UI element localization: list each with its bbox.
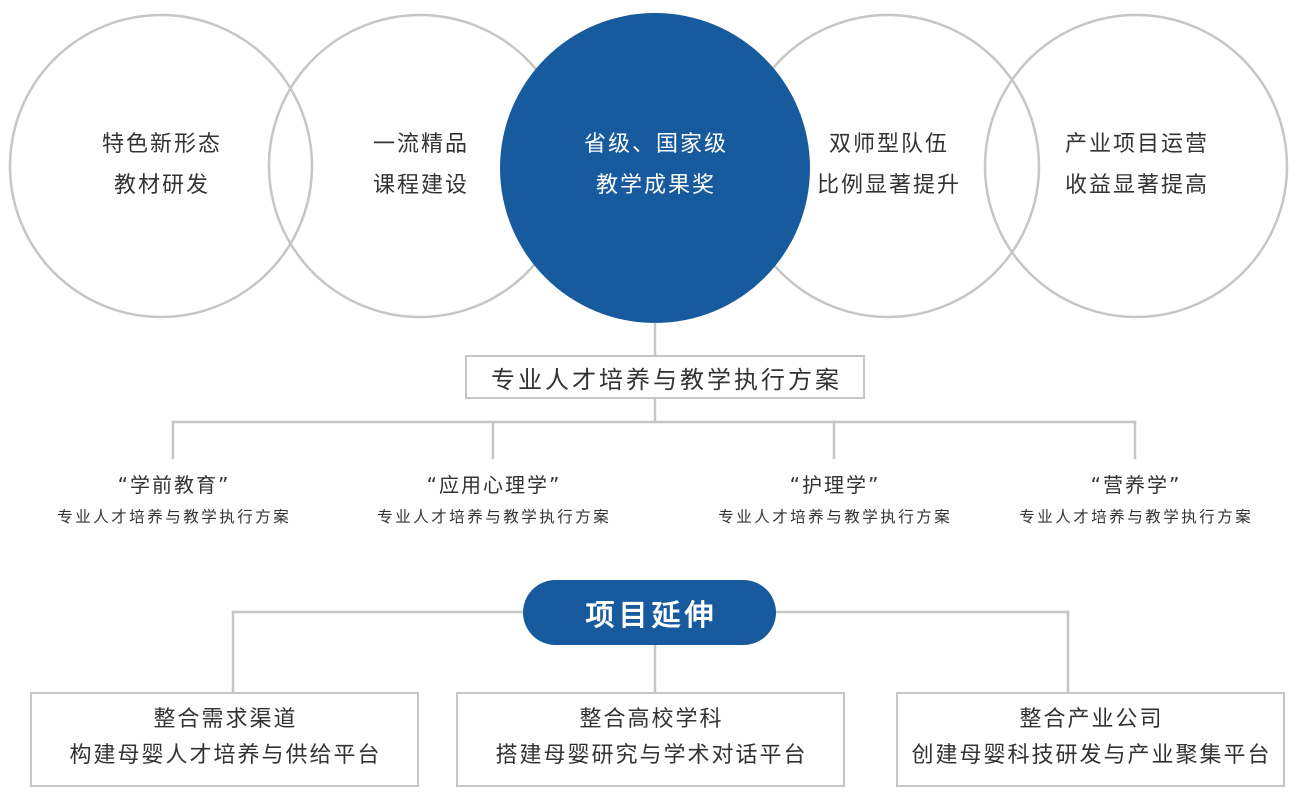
major-item-nursing: “护理学” 专业人才培养与教学执行方案 [684, 468, 984, 532]
extension-box-demand: 整合需求渠道 构建母婴人才培养与供给平台 [30, 692, 419, 787]
plan-label: 专业人才培养与教学执行方案 [491, 365, 842, 394]
outcome-circle-industry [983, 13, 1289, 319]
extension-pill: 项目延伸 [523, 580, 776, 645]
major-name: “护理学” [789, 473, 881, 497]
outcome-label-line1: 省级、国家级 [583, 132, 728, 157]
major-name: “营养学” [1090, 473, 1182, 497]
extension-box-line2: 搭建母婴研究与学术对话平台 [495, 743, 808, 768]
outcome-label-faculty: 双师型队伍 比例显著提升 [758, 124, 1018, 206]
extension-box-line2: 创建母婴科技研发与产业聚集平台 [911, 743, 1272, 768]
extension-box-industry: 整合产业公司 创建母婴科技研发与产业聚集平台 [896, 692, 1285, 787]
outcome-label-line2: 教材研发 [113, 173, 210, 198]
outcome-label-line2: 比例显著提升 [816, 173, 961, 198]
outcome-label-textbook: 特色新形态 教材研发 [31, 124, 291, 206]
outcome-label-line1: 产业项目运营 [1064, 132, 1209, 157]
outcome-label-line2: 教学成果奖 [595, 173, 716, 198]
plan-box: 专业人才培养与教学执行方案 [465, 355, 865, 399]
outcome-label-line2: 课程建设 [372, 173, 469, 198]
major-item-psychology: “应用心理学” 专业人才培养与教学执行方案 [343, 468, 643, 532]
outcome-label-industry: 产业项目运营 收益显著提高 [1006, 124, 1266, 206]
outcome-label-line1: 双师型队伍 [828, 132, 949, 157]
extension-box-line1: 整合高校学科 [579, 707, 724, 732]
outcome-label-line1: 一流精品 [372, 132, 469, 157]
major-subtitle: 专业人才培养与教学执行方案 [718, 508, 953, 526]
outcome-label-line2: 收益显著提高 [1064, 173, 1209, 198]
outcome-circle-textbook [8, 13, 314, 319]
extension-box-line1: 整合需求渠道 [153, 707, 298, 732]
major-subtitle: 专业人才培养与教学执行方案 [1019, 508, 1254, 526]
major-name: “应用心理学” [426, 473, 562, 497]
extension-title: 项目延伸 [585, 597, 718, 632]
major-item-preschool: “学前教育” 专业人才培养与教学执行方案 [23, 468, 323, 532]
outcome-circle-award [500, 13, 810, 323]
major-item-nutrition: “营养学” 专业人才培养与教学执行方案 [985, 468, 1285, 532]
extension-box-line1: 整合产业公司 [1019, 707, 1164, 732]
major-subtitle: 专业人才培养与教学执行方案 [377, 508, 612, 526]
major-name: “学前教育” [117, 473, 231, 497]
outcome-label-line1: 特色新形态 [101, 132, 222, 157]
extension-box-line2: 构建母婴人才培养与供给平台 [69, 743, 382, 768]
outcome-label-award: 省级、国家级 教学成果奖 [525, 124, 785, 206]
extension-box-university: 整合高校学科 搭建母婴研究与学术对话平台 [456, 692, 845, 787]
outcome-label-course: 一流精品 课程建设 [290, 124, 550, 206]
major-subtitle: 专业人才培养与教学执行方案 [57, 508, 292, 526]
